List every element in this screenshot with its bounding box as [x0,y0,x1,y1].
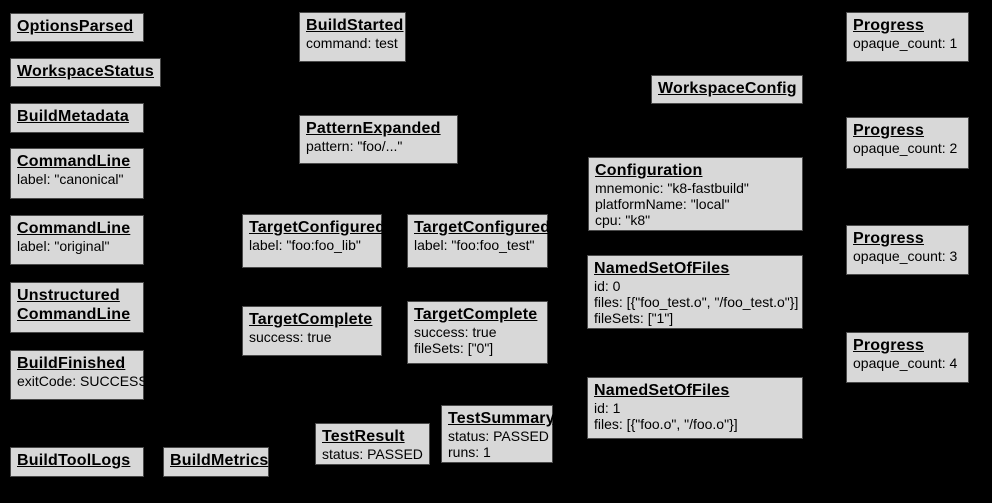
node-attr-line: mnemonic: "k8-fastbuild" [595,180,749,196]
node-attr-line: label: "foo:foo_lib" [249,237,361,253]
node-named-set-of-files-0: NamedSetOfFiles id: 0 files: [{"foo_test… [587,255,803,329]
node-target-configured-foo-test: TargetConfigured label: "foo:foo_test" [407,214,551,268]
node-configuration: Configuration mnemonic: "k8-fastbuild" p… [588,157,803,231]
node-workspace-config: WorkspaceConfig [651,75,803,104]
node-test-summary: TestSummary status: PASSED runs: 1 [441,405,555,463]
node-attr-line: status: PASSED [448,428,549,444]
node-title: NamedSetOfFiles [594,260,730,277]
node-title: WorkspaceStatus [17,63,154,80]
node-attr-line: success: true [249,329,332,345]
node-attr-line: label: "foo:foo_test" [414,237,535,253]
node-named-set-of-files-1: NamedSetOfFiles id: 1 files: [{"foo.o", … [587,377,803,439]
node-progress-4: Progress opaque_count: 4 [846,332,969,383]
node-title: TestSummary [448,410,555,427]
node-title: CommandLine [17,220,131,237]
node-attr-line: opaque_count: 2 [853,140,958,156]
node-title: BuildMetrics [170,452,269,469]
node-title: OptionsParsed [17,18,134,35]
node-attr-line: platformName: "local" [595,196,730,212]
node-attr-line: id: 0 [594,278,621,294]
node-title: Progress [853,337,924,354]
node-attr-line: cpu: "k8" [595,212,651,228]
node-title: Configuration [595,162,703,179]
node-attr-line: fileSets: ["1"] [594,310,674,326]
node-attr-line: status: PASSED [322,446,423,462]
node-target-complete-foo-lib: TargetComplete success: true [242,306,382,356]
node-title: TargetComplete [414,306,538,323]
node-attr-line: pattern: "foo/..." [306,138,403,154]
node-title: BuildStarted [306,17,404,34]
node-attr-line: success: true [414,324,497,340]
node-progress-3: Progress opaque_count: 3 [846,225,969,275]
node-attr-line: command: test [306,35,398,51]
node-title: TestResult [322,428,405,445]
node-title: Progress [853,17,924,34]
node-attr-line: files: [{"foo.o", "/foo.o"}] [594,416,738,432]
node-build-metrics: BuildMetrics [163,447,269,477]
node-pattern-expanded: PatternExpanded pattern: "foo/..." [299,115,458,164]
node-title: CommandLine [17,153,131,170]
node-build-metadata: BuildMetadata [10,103,144,133]
node-title: PatternExpanded [306,120,441,137]
node-workspace-status: WorkspaceStatus [10,58,161,87]
node-attr-line: opaque_count: 3 [853,248,958,264]
node-title: TargetConfigured [414,219,551,236]
node-title: BuildFinished [17,355,126,372]
node-unstructured-command-line: Unstructured CommandLine [10,282,144,333]
node-title: Unstructured CommandLine [17,287,131,323]
node-attr-line: id: 1 [594,400,621,416]
node-attr-line: label: "canonical" [17,171,124,187]
node-options-parsed: OptionsParsed [10,13,144,42]
node-command-line-original: CommandLine label: "original" [10,215,144,265]
node-attr-line: fileSets: ["0"] [414,340,494,356]
node-attr-line: opaque_count: 4 [853,355,958,371]
node-command-line-canonical: CommandLine label: "canonical" [10,148,144,199]
node-attr-line: label: "original" [17,238,110,254]
node-title: Progress [853,122,924,139]
node-progress-1: Progress opaque_count: 1 [846,12,969,62]
node-target-configured-foo-lib: TargetConfigured label: "foo:foo_lib" [242,214,386,268]
node-progress-2: Progress opaque_count: 2 [846,117,969,169]
node-attr-line: runs: 1 [448,444,491,460]
node-title: WorkspaceConfig [658,80,797,97]
node-target-complete-foo-test: TargetComplete success: true fileSets: [… [407,301,548,364]
node-build-started: BuildStarted command: test [299,12,406,62]
node-title: NamedSetOfFiles [594,382,730,399]
node-title: TargetConfigured [249,219,386,236]
node-build-tool-logs: BuildToolLogs [10,447,144,477]
node-title: Progress [853,230,924,247]
node-attr-line: files: [{"foo_test.o", "/foo_test.o"}] [594,294,799,310]
node-attr-line: opaque_count: 1 [853,35,958,51]
node-attr-line: exitCode: SUCCESS [17,373,148,389]
node-title: BuildMetadata [17,108,129,125]
node-title: BuildToolLogs [17,452,131,469]
node-build-finished: BuildFinished exitCode: SUCCESS [10,350,148,400]
node-test-result: TestResult status: PASSED [315,423,430,465]
node-title: TargetComplete [249,311,373,328]
